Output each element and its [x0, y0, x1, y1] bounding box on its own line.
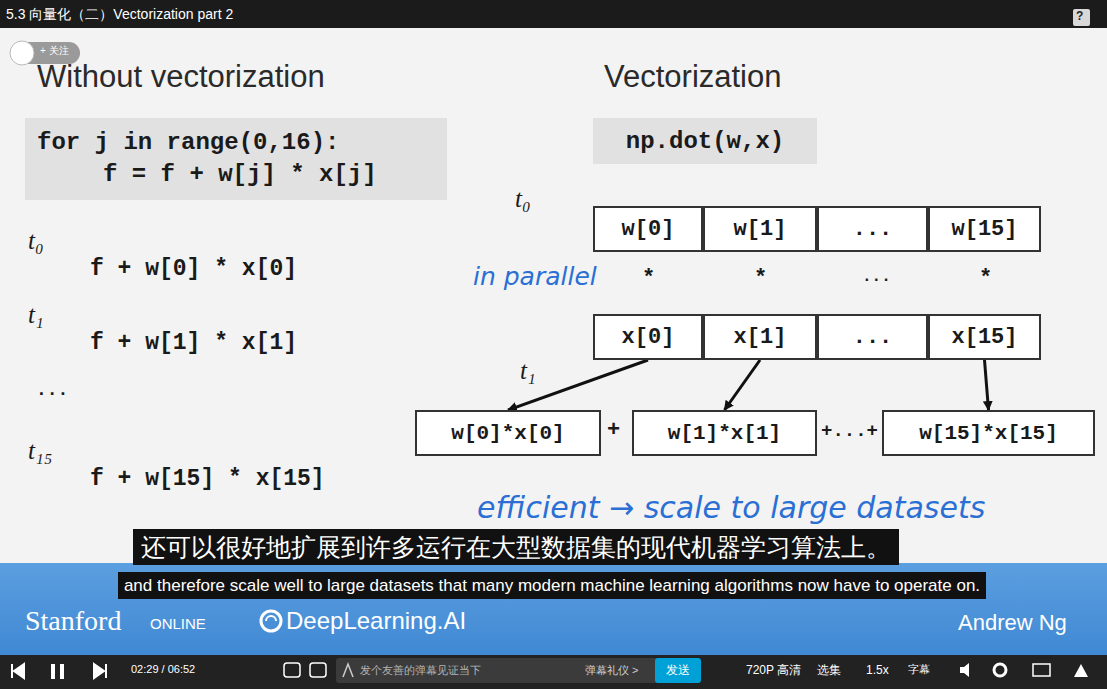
box-text: w[0] — [622, 217, 675, 242]
box-text: x[1] — [734, 325, 787, 350]
handwritten-note: in parallel — [473, 262, 597, 292]
slide-heading: Without vectorization — [37, 58, 325, 95]
volume-icon — [960, 663, 969, 677]
brand-name: Stanford — [25, 604, 121, 638]
next-icon — [94, 664, 106, 678]
pip-icon — [1033, 664, 1050, 676]
brand-name: ONLINE — [150, 615, 206, 633]
etiquette-link: 弹幕礼仪 > — [585, 664, 638, 677]
box-text: np.dot(w,x) — [626, 128, 784, 155]
time-step: t₀ — [515, 184, 531, 214]
product-box: w[15]*x[15] — [882, 410, 1095, 456]
box-text: w[0]*x[0] — [451, 422, 564, 445]
box-text: ... — [853, 217, 893, 242]
handwritten-note: efficient → scale to large datasets — [477, 490, 985, 526]
time-step: t₀ — [28, 226, 44, 256]
plus-sign: + — [607, 418, 620, 444]
code-step: f + w[0] * x[0] — [90, 256, 297, 284]
box-text: x[0] — [622, 325, 675, 350]
settings-icon — [994, 664, 1006, 676]
prev-icon — [12, 664, 24, 678]
input-placeholder: 发个友善的弹幕见证当下 — [360, 664, 481, 677]
box-text: w[15]*x[15] — [919, 422, 1058, 445]
time-step: t₁ — [28, 300, 44, 330]
ellipsis: ... — [862, 268, 891, 287]
box-text: w[1] — [734, 217, 787, 242]
product-box: w[1]*x[1] — [632, 410, 817, 456]
quality-label: 720P 高清 — [746, 663, 801, 677]
arrow-connector — [985, 360, 989, 410]
dl-logo-inner — [266, 616, 276, 621]
array-cell: w[0] — [593, 206, 703, 252]
multiply-sign: * — [979, 266, 992, 292]
subtitle: 还可以很好地扩展到许多运行在大型数据集的现代机器学习算法上。 — [133, 529, 899, 565]
fullscreen-icon — [1074, 664, 1088, 677]
plus-sign: +...+ — [821, 420, 878, 443]
time-step: t₁ — [520, 356, 536, 386]
time-display: 02:29 / 06:52 — [131, 663, 195, 676]
array-cell: x[1] — [703, 314, 817, 360]
box-text: x[15] — [951, 325, 1017, 350]
presenter-name: Andrew Ng — [958, 610, 1067, 636]
send-label: 发送 — [666, 663, 690, 677]
subtitle: and therefore scale well to large datase… — [118, 572, 986, 599]
danmaku-set-icon — [310, 663, 326, 677]
product-box: w[0]*x[0] — [415, 410, 601, 456]
box-text: f = f + w[j] * x[j] — [103, 159, 435, 191]
box-text: ... — [853, 325, 893, 350]
speed-label: 1.5x — [866, 663, 889, 677]
array-cell: w[15] — [928, 206, 1041, 252]
code-step: f + w[15] * x[15] — [90, 466, 325, 494]
multiply-sign: * — [642, 266, 655, 292]
box-text: for j in range(0,16): — [37, 127, 435, 159]
array-cell: x[15] — [928, 314, 1041, 360]
time-step: t₁₅ — [28, 436, 52, 466]
box-text: w[15] — [951, 217, 1017, 242]
array-cell: x[0] — [593, 314, 703, 360]
multiply-sign: * — [754, 266, 767, 292]
help-icon: ? — [1076, 9, 1083, 23]
subtitle-wrap: and therefore scale well to large datase… — [62, 571, 1042, 601]
dl-logo — [261, 611, 281, 631]
code-box: for j in range(0,16):f = f + w[j] * x[j] — [25, 118, 447, 200]
box-text: w[1]*x[1] — [668, 422, 781, 445]
array-cell: ... — [817, 314, 928, 360]
code-box: np.dot(w,x) — [593, 118, 817, 164]
ellipsis: ... — [36, 380, 68, 402]
brand-name: DeepLearning.AI — [286, 607, 466, 636]
slide-heading: Vectorization — [604, 58, 782, 95]
pause-icon — [53, 664, 62, 679]
code-step: f + w[1] * x[1] — [90, 330, 297, 358]
array-cell: ... — [817, 206, 928, 252]
arrow-connector — [725, 360, 761, 410]
episodes-label: 选集 — [817, 663, 841, 677]
avatar — [10, 41, 34, 65]
array-cell: w[1] — [703, 206, 817, 252]
video-title: 5.3 向量化（二）Vectorization part 2 — [6, 6, 233, 23]
subtitle-toggle: 字幕 — [908, 663, 930, 676]
font-icon — [343, 664, 353, 677]
follow-button: + 关注 — [40, 45, 69, 57]
danmaku-icon — [284, 663, 300, 677]
